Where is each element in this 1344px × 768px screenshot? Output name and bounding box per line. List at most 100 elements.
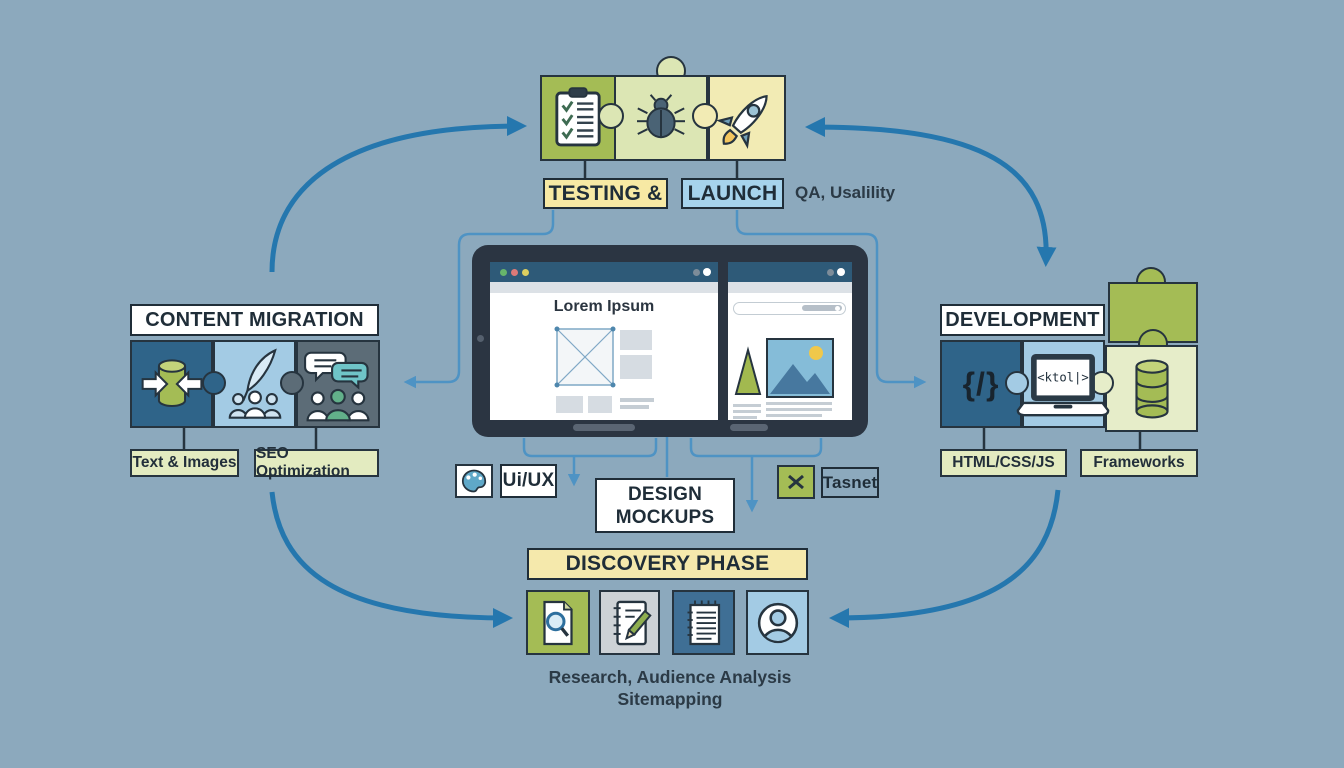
tablet-side-button: [477, 335, 484, 342]
arrow-development-to-discovery: [829, 489, 1061, 628]
design-mockups-title: DESIGN MOCKUPS: [595, 478, 735, 533]
window-dot-white-2: [837, 268, 845, 276]
bracket-left-screen: [522, 438, 658, 458]
window-dot-red: [511, 268, 518, 276]
qa-usability-note: QA, Usalility: [795, 183, 896, 202]
wireframe-line-2: [620, 405, 649, 409]
seo-optimization-tag-text: SEO Optimization: [256, 445, 350, 480]
window-dot-green: [500, 268, 507, 276]
wireframe-block-3: [556, 396, 583, 413]
audience-tile: [746, 590, 809, 655]
puzzle-knob-4: [280, 371, 304, 395]
x-tile: [777, 465, 815, 499]
research-tile: [526, 590, 590, 655]
green-triangle-placeholder: [734, 346, 762, 395]
launch-label-text: LAUNCH: [687, 181, 778, 205]
wireframe-image-placeholder: [554, 326, 616, 388]
chat-team-icon: [304, 351, 370, 422]
discovery-note: Research, Audience Analysis Sitemapping: [500, 666, 840, 710]
text-images-tag-text: Text & Images: [132, 454, 237, 471]
text-line: [766, 414, 822, 417]
wireframe-block-1: [620, 330, 652, 350]
puzzle-knob-7: [1005, 371, 1029, 395]
checklist-icon: [555, 87, 601, 147]
notepad-icon: [687, 600, 720, 645]
design-mockups-line1: DESIGN: [627, 483, 703, 505]
launch-label: LAUNCH: [681, 178, 784, 209]
search-bar-button: [802, 305, 842, 311]
tasnet-tag-text: Tasnet: [822, 472, 878, 492]
frameworks-tag: Frameworks: [1080, 449, 1198, 477]
window-dot-gray-2: [827, 268, 834, 276]
sitemap-tile: [672, 590, 735, 655]
wireframe-block-4: [588, 396, 612, 413]
testing-label: TESTING &: [543, 178, 668, 209]
puzzle-piece-chat-team: [296, 340, 380, 428]
tasnet-tag: Tasnet: [821, 467, 879, 498]
development-title: DEVELOPMENT: [940, 304, 1105, 336]
palette-tile: [455, 464, 493, 498]
code-icon: {/}: [962, 365, 1000, 402]
browser-toolbar-right: [728, 282, 852, 293]
puzzle-piece-checklist: [540, 75, 616, 161]
x-icon: [788, 474, 804, 490]
search-bar-knob: [835, 305, 840, 311]
tablet-home-bar-right: [730, 424, 768, 431]
arrow-development-testing: [805, 117, 1057, 267]
html-css-js-tag: HTML/CSS/JS: [940, 449, 1067, 477]
uiux-tag: Ui/UX: [500, 464, 557, 498]
frameworks-tag-text: Frameworks: [1093, 454, 1185, 471]
notes-tile: [599, 590, 660, 655]
window-dot-white: [703, 268, 711, 276]
puzzle-piece-rocket: [708, 75, 786, 161]
window-dot-gray: [693, 268, 700, 276]
discovery-note-line1: Research, Audience Analysis: [548, 667, 792, 687]
browser-toolbar-left: [490, 282, 718, 293]
text-line: [733, 404, 761, 407]
development-title-text: DEVELOPMENT: [945, 308, 1100, 331]
text-line: [733, 410, 761, 413]
wireframe-heading: Lorem Ipsum: [553, 298, 655, 315]
text-line: [733, 416, 757, 419]
puzzle-knob-2: [692, 103, 718, 129]
browser-titlebar-left: [490, 262, 718, 282]
puzzle-piece-database-sync: [130, 340, 213, 428]
puzzle-knob-3: [202, 371, 226, 395]
notebook-pencil-icon: [613, 600, 652, 645]
design-mockups-line2: MOCKUPS: [615, 506, 715, 528]
connector-testing-to-content: [403, 210, 555, 389]
testing-label-text: TESTING &: [548, 181, 663, 205]
text-line: [766, 402, 832, 405]
uiux-tag-text: Ui/UX: [502, 470, 555, 491]
user-icon: [757, 602, 798, 643]
feather-team-icon: [228, 348, 281, 419]
search-doc-icon: [543, 600, 573, 645]
wireframe-line-1: [620, 398, 654, 402]
puzzle-piece-feather-team: [213, 340, 296, 428]
window-dot-yellow: [522, 268, 529, 276]
arrow-content-to-discovery: [269, 491, 513, 628]
html-css-js-tag-text: HTML/CSS/JS: [952, 454, 1055, 471]
seo-optimization-tag: SEO Optimization: [254, 445, 379, 480]
image-placeholder: [766, 338, 834, 398]
laptop-icon: <ktol|>: [1016, 354, 1110, 417]
arrow-content-to-testing: [269, 116, 527, 273]
content-migration-title-text: CONTENT MIGRATION: [145, 308, 364, 331]
search-bar: [733, 302, 846, 315]
discovery-phase-title: DISCOVERY PHASE: [527, 548, 808, 580]
content-migration-title: CONTENT MIGRATION: [130, 304, 379, 336]
rocket-icon: [716, 95, 768, 149]
puzzle-knob-1: [598, 103, 624, 129]
browser-titlebar-right: [728, 262, 852, 282]
database-sync-icon: [141, 359, 202, 408]
text-images-tag: Text & Images: [130, 449, 239, 477]
palette-icon: [462, 469, 487, 493]
discovery-phase-title-text: DISCOVERY PHASE: [565, 552, 770, 575]
wireframe-block-2: [620, 355, 652, 379]
text-line: [766, 408, 832, 411]
connector-launch-to-development: [735, 210, 927, 389]
browser-window-right: [728, 262, 852, 420]
puzzle-piece-database: [1105, 345, 1198, 432]
